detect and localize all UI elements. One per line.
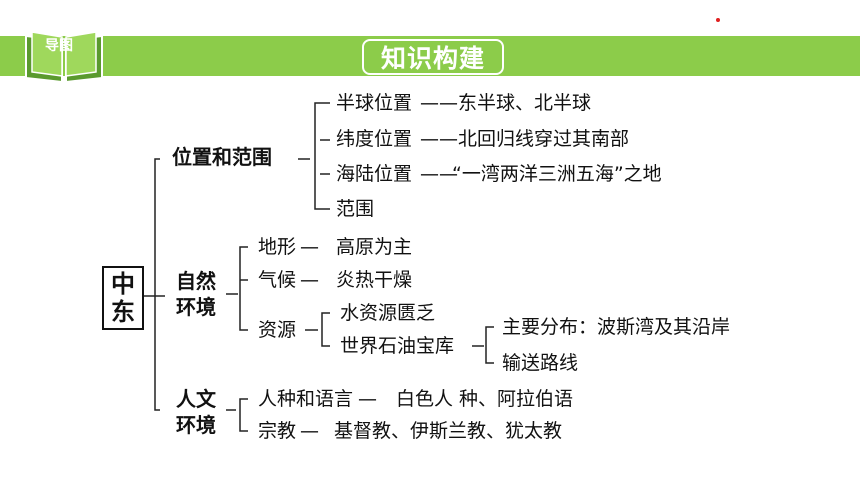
dash: —: [300, 236, 319, 258]
terrain-label: 地形: [258, 236, 297, 258]
root-node: 中 东: [102, 266, 144, 330]
location-landsea-label: 海陆位置: [336, 163, 413, 185]
race-language-label: 人种和语言: [258, 388, 354, 410]
book-icon: [25, 31, 103, 84]
terrain-value: 高原为主: [336, 236, 413, 258]
oil-distribution: 主要分布：波斯湾及其沿岸: [502, 316, 731, 338]
branch-humanity-line1: 人文: [176, 387, 216, 411]
page-title: 知识构建: [362, 39, 504, 75]
resources-oil: 世界石油宝库: [340, 335, 455, 357]
resources-water: 水资源匮乏: [340, 302, 436, 324]
location-latitude-label: 纬度位置: [336, 128, 413, 150]
branch-humanity-line2: 环境: [176, 413, 216, 437]
location-latitude-value: 北回归线穿过其南部: [458, 128, 630, 150]
race-language-value: 白色人 种、阿拉伯语: [396, 388, 574, 410]
oil-transport: 输送路线: [502, 352, 579, 374]
dash: —: [300, 269, 319, 291]
badge-label: 导图: [45, 38, 73, 54]
root-line-2: 东: [111, 298, 135, 326]
dash: —: [300, 420, 319, 442]
climate-value: 炎热干燥: [336, 269, 413, 291]
climate-label: 气候: [258, 269, 297, 291]
branch-nature-line2: 环境: [176, 295, 216, 319]
location-scope-label: 范围: [336, 198, 375, 220]
dash: —: [358, 388, 377, 410]
dash: ——: [420, 92, 458, 114]
location-hemisphere-label: 半球位置: [336, 92, 413, 114]
religion-label: 宗教: [258, 420, 297, 442]
red-dot: [716, 18, 720, 22]
religion-value: 基督教、伊斯兰教、犹太教: [334, 420, 563, 442]
branch-location: 位置和范围: [172, 145, 272, 169]
dash: ——: [420, 128, 458, 150]
dash: ——: [420, 163, 458, 185]
location-landsea-value: “一湾两洋三洲五海”之地: [452, 163, 662, 185]
resources-label: 资源: [258, 319, 297, 341]
location-hemisphere-value: 东半球、北半球: [458, 92, 592, 114]
root-line-1: 中: [111, 270, 135, 298]
branch-nature-line1: 自然: [176, 269, 216, 293]
